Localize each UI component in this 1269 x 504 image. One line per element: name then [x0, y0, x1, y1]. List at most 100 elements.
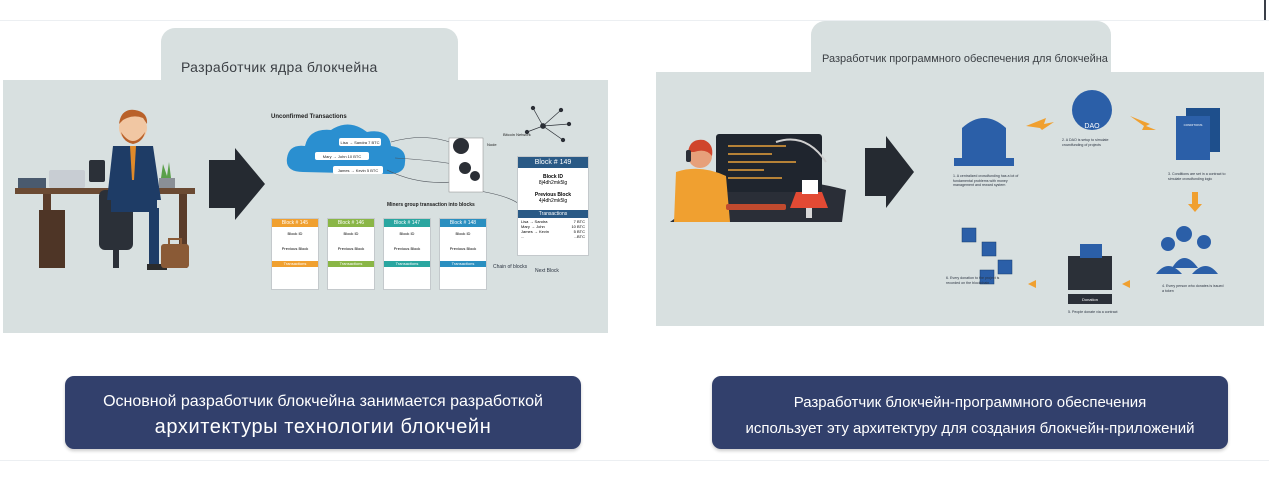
- donation-box: [1068, 256, 1112, 290]
- desk-lamp-arm: [775, 138, 827, 163]
- cloud-transactions: Lisa → Sandra 7 BTC Mary → John 10 BTC J…: [315, 138, 383, 174]
- next-block-label: Next Block: [535, 268, 559, 274]
- right-panel-tab: Разработчик программного обеспечения для…: [811, 21, 1111, 73]
- transactions-cloud: [286, 124, 406, 174]
- briefcase: [161, 244, 189, 268]
- right-caption-line1: Разработчик блокчейн-программного обеспе…: [793, 394, 1147, 411]
- developer-shoe: [147, 264, 167, 270]
- chain-block-148: Block # 148 Block ID Previous Block Tran…: [439, 218, 487, 290]
- cycle-arrows: [1026, 116, 1202, 288]
- right-panel-title: Разработчик программного обеспечения для…: [822, 53, 1108, 65]
- government-dome: [962, 118, 1006, 158]
- plant-pot: [159, 178, 175, 188]
- svg-text:Mary → John 10 BTC: Mary → John 10 BTC: [323, 154, 362, 159]
- left-caption: Основной разработчик блокчейна занимаетс…: [65, 376, 581, 449]
- big-block-id-label: Block ID: [542, 174, 563, 180]
- code-lines: [728, 145, 796, 179]
- desk-drawer: [39, 210, 65, 268]
- warning-sign: [802, 180, 818, 194]
- scrollbar-edge: [1264, 0, 1266, 20]
- big-block-149: Block # 149 Block ID 8j4dh2mk5lg Previou…: [517, 156, 589, 256]
- developer-head: [119, 114, 147, 142]
- developer-hair: [119, 109, 148, 124]
- block-145-header: Block # 145: [272, 219, 318, 227]
- network-graph: [524, 105, 572, 143]
- block-148-header: Block # 148: [440, 219, 486, 227]
- miners-label: Miners group transaction into blocks: [387, 202, 475, 208]
- developer-tie: [130, 146, 136, 180]
- flow-lines: [386, 137, 528, 231]
- big-block-header: Block # 149: [518, 157, 588, 168]
- content-frame: [0, 20, 1269, 461]
- desk-leg-right: [179, 194, 187, 268]
- block-id-label: Block ID: [399, 231, 415, 236]
- chain-block-147: Block # 147 Block ID Previous Block Tran…: [383, 218, 431, 290]
- left-caption-line1: Основной разработчик блокчейна занимаетс…: [103, 393, 543, 410]
- conditions-label: CONDITIONS: [1184, 123, 1203, 127]
- lamp-shade: [790, 192, 828, 208]
- right-caption: Разработчик блокчейн-программного обеспе…: [712, 376, 1228, 449]
- dev-body: [674, 168, 730, 222]
- flow-arrow-right: [865, 136, 914, 208]
- chain-block-145: Block # 145 Block ID Previous Block Tran…: [271, 218, 319, 290]
- conditions-doc: [1176, 116, 1210, 160]
- block-transactions: Transactions: [272, 261, 318, 267]
- developer-legs: [111, 198, 157, 212]
- blockchain-cubes: [961, 227, 1013, 285]
- block-transactions: Transactions: [328, 261, 374, 267]
- step-4-text: 4. Every person who donates is issued a …: [1162, 284, 1224, 293]
- right-diagram-panel: DAO CONDITIONS Donation: [656, 72, 1264, 326]
- dome-base: [954, 158, 1014, 166]
- big-block-id: 8j4dh2mk5lg: [538, 180, 568, 186]
- block-id-label: Block ID: [343, 231, 359, 236]
- donation-label-bar: [1068, 294, 1112, 304]
- gear-icon-2: [470, 171, 480, 181]
- step-1-text: 1. A centralized crowdfunding has a lot …: [953, 174, 1019, 187]
- dao-circle: [1072, 90, 1112, 130]
- tx-row: ......BTC: [521, 234, 585, 239]
- right-caption-line2: использует эту архитектуру для создания …: [745, 420, 1195, 437]
- node-label: Node: [487, 142, 497, 147]
- chain-label: Chain of blocks: [493, 264, 528, 270]
- node-circle: [453, 138, 469, 154]
- left-panel-title: Разработчик ядра блокчейна: [181, 59, 378, 75]
- step-2-text: 2. A DAO is setup to simulate crowdfundi…: [1062, 138, 1109, 147]
- left-diagram-panel: Unconfirmed Transactions Lisa → Sandra 7…: [3, 80, 608, 333]
- block-146-header: Block # 146: [328, 219, 374, 227]
- big-block-previous-id: 4j4dh2mk5lg: [538, 198, 568, 204]
- left-caption-line2: архитектуры технологии блокчейн: [154, 416, 492, 438]
- left-panel-tab: Разработчик ядра блокчейна: [161, 28, 458, 81]
- block-transactions: Transactions: [440, 261, 486, 267]
- dev-hair: [688, 139, 713, 156]
- step-5-text: 5. People donate via a contract: [1068, 310, 1118, 314]
- tablet: [89, 160, 105, 182]
- step-6-text: 6. Every donation to the project is reco…: [946, 276, 1000, 285]
- laptop: [49, 170, 85, 188]
- network-label: Bitcoin Network: [503, 132, 531, 137]
- developer-leg-down: [149, 208, 159, 266]
- keyboard: [726, 204, 786, 210]
- unconfirmed-title: Unconfirmed Transactions: [271, 114, 347, 120]
- donation-card: [1080, 244, 1102, 258]
- book-stack: [18, 178, 46, 188]
- previous-block-label: Previous Block: [393, 246, 421, 251]
- block-id-label: Block ID: [455, 231, 471, 236]
- donation-label: Donation: [1082, 297, 1098, 302]
- headphones: [686, 150, 691, 162]
- block-id-label: Block ID: [287, 231, 303, 236]
- previous-block-label: Previous Block: [281, 246, 309, 251]
- big-block-transactions: Transactions: [518, 210, 588, 218]
- flow-arrow-left: [209, 148, 265, 220]
- block-transactions: Transactions: [384, 261, 430, 267]
- big-block-previous-label: Previous Block: [534, 192, 572, 198]
- software-developer-illustration: DAO CONDITIONS Donation: [670, 90, 1220, 304]
- plant-leaves: [161, 162, 171, 178]
- previous-block-label: Previous Block: [337, 246, 365, 251]
- step-3-text: 3. Conditions are set in a contract to s…: [1168, 172, 1226, 181]
- dao-label: DAO: [1084, 123, 1100, 130]
- briefcase-handle: [168, 238, 182, 246]
- svg-text:James → Kevin 5 BTC: James → Kevin 5 BTC: [338, 168, 379, 173]
